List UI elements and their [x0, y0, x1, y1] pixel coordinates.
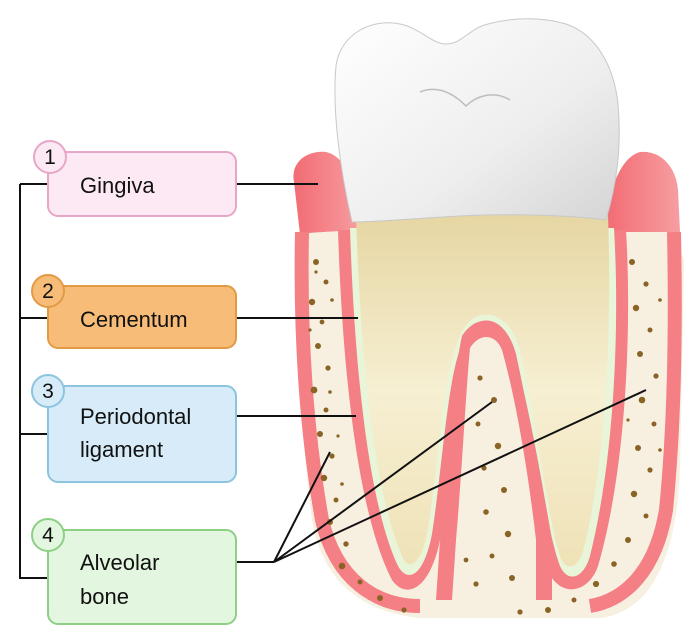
label-text-bone: bone	[80, 584, 129, 609]
label-text-cementum: Cementum	[80, 307, 188, 332]
gingiva-right	[606, 151, 680, 232]
label-2: 2 Cementum	[31, 274, 237, 349]
leader-lines	[19, 183, 647, 579]
badge-1	[33, 140, 67, 174]
badge-number-4: 4	[42, 524, 54, 547]
label-text-gingiva: Gingiva	[80, 173, 155, 198]
gum-lining-outer	[294, 231, 421, 613]
label-4: 4 Alveolar bone	[31, 518, 237, 625]
label-box-alveolar-bone	[47, 529, 237, 625]
label-box-cementum	[47, 285, 237, 349]
badge-number-3: 3	[42, 380, 54, 403]
tooth-crown	[334, 18, 620, 223]
badge-4	[31, 518, 65, 552]
badge-2	[31, 274, 65, 308]
label-box-periodontal-ligament	[47, 385, 237, 483]
label-box-gingiva	[47, 151, 237, 217]
label-text-ligament: ligament	[80, 437, 163, 462]
label-3: 3 Periodontal ligament	[31, 374, 237, 483]
badge-number-2: 2	[42, 280, 54, 303]
badge-number-1: 1	[44, 146, 56, 169]
label-1: 1 Gingiva	[33, 140, 237, 217]
label-text-periodontal: Periodontal	[80, 404, 191, 429]
badge-3	[31, 374, 65, 408]
tooth-root	[356, 214, 610, 567]
label-text-alveolar: Alveolar	[80, 550, 159, 575]
